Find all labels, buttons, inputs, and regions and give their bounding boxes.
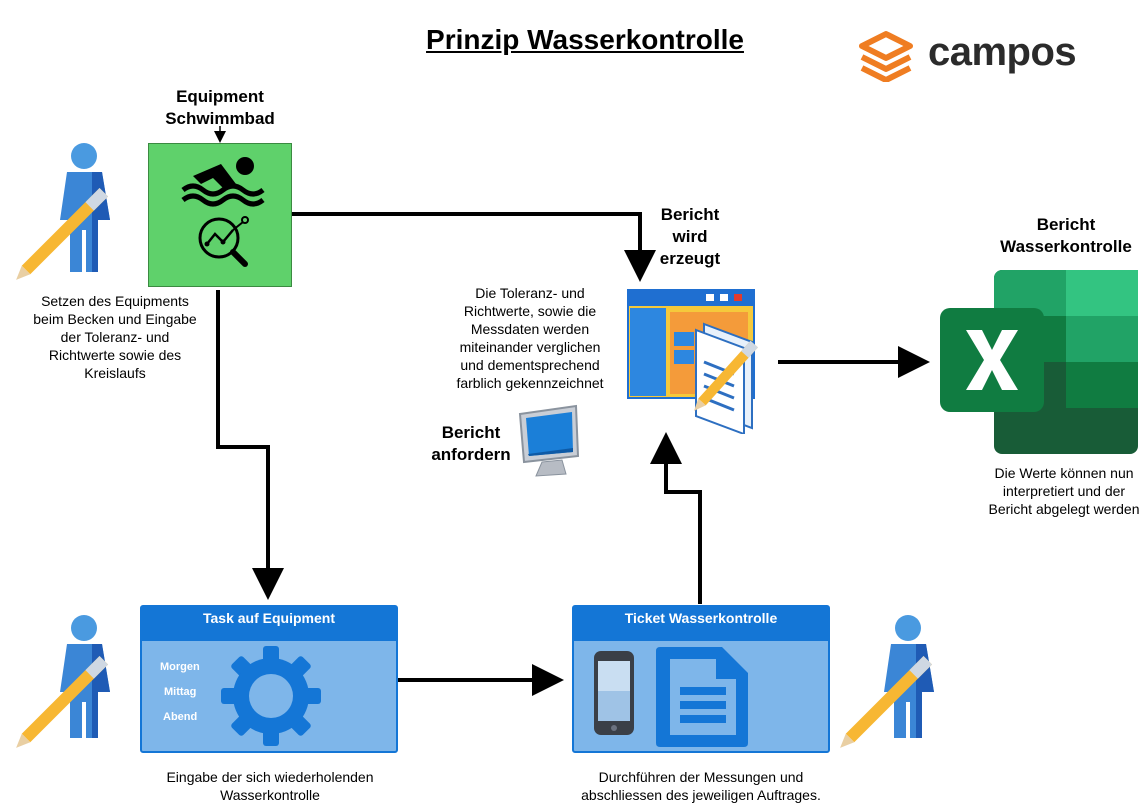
equipment-label: Equipment Schwimmbad xyxy=(140,86,300,130)
report-generated-label-line: erzeugt xyxy=(659,249,721,268)
ticket-note: Durchführen der Messungen und abschliess… xyxy=(556,768,846,804)
report-generated-note-line: und dementsprechend xyxy=(460,357,600,373)
report-generated-note-line: Die Toleranz- und xyxy=(475,285,585,301)
task-item-morning: Morgen xyxy=(160,661,200,673)
equipment-note: Setzen des Equipments beim Becken und Ei… xyxy=(10,292,220,382)
equipment-note-line: beim Becken und Eingabe xyxy=(33,311,197,327)
ticket-panel: Ticket Wasserkontrolle xyxy=(572,605,830,753)
equipment-label-line-1: Equipment xyxy=(176,87,264,106)
report-window-icon xyxy=(627,289,758,434)
water-report-label: Bericht Wasserkontrolle xyxy=(986,214,1146,258)
arrow-ticket-to-report xyxy=(650,432,702,604)
report-generated-label: Bericht wird erzeugt xyxy=(640,204,740,270)
task-note: Eingabe der sich wiederholenden Wasserko… xyxy=(130,768,410,804)
task-item-noon: Mittag xyxy=(164,686,197,698)
gear-icon xyxy=(221,646,321,746)
logo-text: campos xyxy=(928,30,1077,74)
page-title: Prinzip Wasserkontrolle xyxy=(426,24,744,55)
water-report-note-line: Die Werte können nun xyxy=(994,465,1134,481)
water-report-label-line: Wasserkontrolle xyxy=(1000,237,1132,256)
water-report-note-line: interpretiert und der xyxy=(1002,483,1126,499)
report-generated-note: Die Toleranz- und Richtwerte, sowie die … xyxy=(440,284,620,392)
smartphone-icon xyxy=(594,651,634,735)
equipment-note-line: Richtwerte sowie des xyxy=(48,347,182,363)
report-generated-label-line: Bericht xyxy=(660,205,720,224)
arrow-equipment-to-task xyxy=(216,290,284,600)
person-with-pencil-icon xyxy=(840,615,934,748)
report-generated-note-line: Messdaten werden xyxy=(470,321,590,337)
task-note-line: Wasserkontrolle xyxy=(220,787,320,803)
campos-logo-icon xyxy=(859,31,913,82)
ticket-note-line: abschliessen des jeweiligen Auftrages. xyxy=(581,787,821,803)
swimmer-icon xyxy=(181,157,265,207)
equipment-label-line-2: Schwimmbad xyxy=(165,109,275,128)
report-request-label-line: Bericht xyxy=(441,423,501,442)
water-report-note-line: Bericht abgelegt werden xyxy=(988,501,1140,517)
document-icon xyxy=(656,647,748,747)
analytics-search-icon xyxy=(198,216,249,267)
water-report-note: Die Werte können nun interpretiert und d… xyxy=(976,464,1146,518)
equipment-box xyxy=(148,143,292,287)
task-panel: Task auf Equipment Morgen Mittag Abend xyxy=(140,605,398,753)
report-generated-label-line: wird xyxy=(672,227,708,246)
task-item-evening: Abend xyxy=(163,711,198,723)
ticket-note-line: Durchführen der Messungen und xyxy=(598,769,804,785)
water-report-label-line: Bericht xyxy=(1036,215,1096,234)
excel-icon xyxy=(940,270,1138,454)
report-generated-note-line: Richtwerte, sowie die xyxy=(463,303,597,319)
equipment-note-line: der Toleranz- und xyxy=(60,329,170,345)
report-request-label: Bericht anfordern xyxy=(424,422,518,466)
report-generated-note-line: miteinander verglichen xyxy=(459,339,601,355)
person-with-pencil-icon xyxy=(16,615,110,748)
report-generated-note-line: farblich gekennzeichnet xyxy=(456,375,604,391)
task-note-line: Eingabe der sich wiederholenden xyxy=(166,769,374,785)
report-request-label-line: anfordern xyxy=(431,445,511,464)
arrow-equipment-to-report xyxy=(292,212,656,282)
equipment-note-line: Setzen des Equipments xyxy=(41,293,189,309)
person-with-pencil-icon xyxy=(16,143,110,280)
monitor-icon xyxy=(518,404,580,477)
task-panel-header: Task auf Equipment xyxy=(142,607,396,641)
ticket-panel-header: Ticket Wasserkontrolle xyxy=(574,607,828,641)
equipment-note-line: Kreislaufs xyxy=(84,365,146,381)
